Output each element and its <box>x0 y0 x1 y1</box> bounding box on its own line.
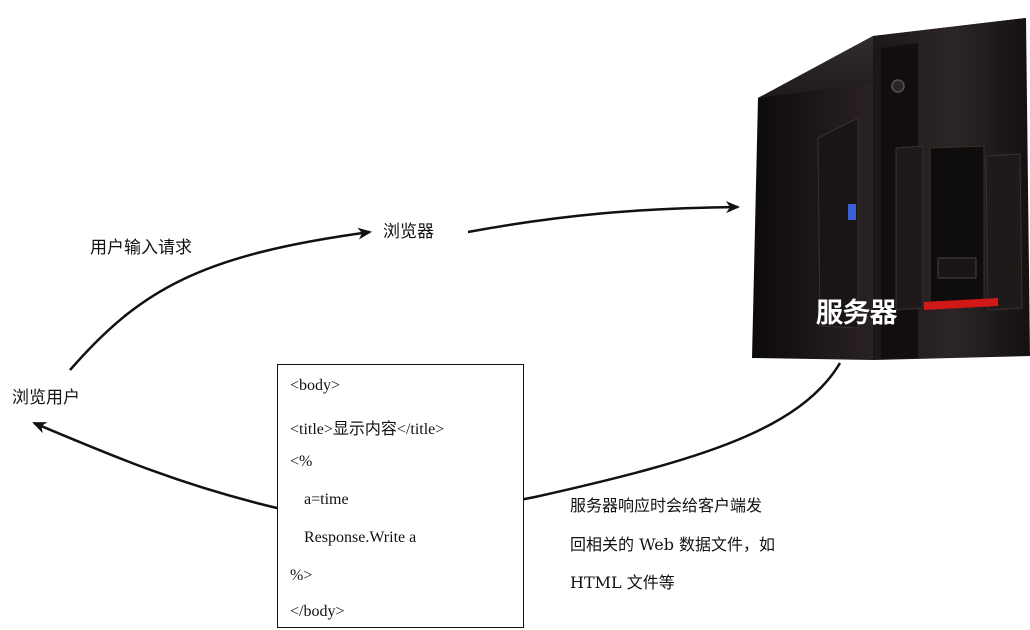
browser-node-label: 浏览器 <box>383 222 434 242</box>
code-box: <body> <title>显示内容</title> <% a=time Res… <box>277 364 524 628</box>
server-illustration <box>748 8 1030 363</box>
code-line: </body> <box>290 603 345 620</box>
user-request-label: 用户输入请求 <box>90 238 192 258</box>
code-line: <title>显示内容</title> <box>290 421 445 438</box>
server-response-caption-line: HTML 文件等 <box>570 573 675 592</box>
arrow-browser-to-server <box>467 201 740 234</box>
server-node-label: 服务器 <box>816 298 897 329</box>
code-line: <body> <box>290 377 341 394</box>
user-node-label: 浏览用户 <box>12 388 80 408</box>
server-response-caption-line: 回相关的 Web 数据文件，如 <box>570 535 776 554</box>
code-line: %> <box>290 567 313 584</box>
code-line: <% <box>290 453 313 470</box>
code-line: a=time <box>304 491 349 508</box>
arrow-user-to-browser <box>69 227 372 371</box>
server-response-caption-line: 服务器响应时会给客户端发 <box>570 496 763 515</box>
code-line: Response.Write a <box>304 529 417 546</box>
